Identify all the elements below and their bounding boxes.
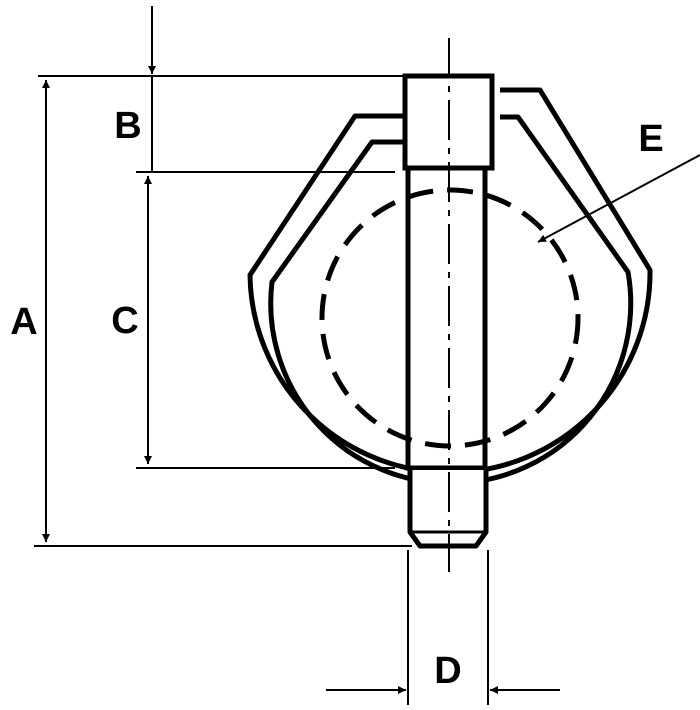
label-e: E [638, 118, 663, 160]
pin-shaft [405, 165, 488, 471]
label-c: C [111, 300, 138, 342]
dimension-line-e-leader [537, 154, 700, 243]
label-a: A [10, 301, 37, 343]
label-b: B [114, 105, 141, 147]
label-d: D [434, 650, 461, 692]
